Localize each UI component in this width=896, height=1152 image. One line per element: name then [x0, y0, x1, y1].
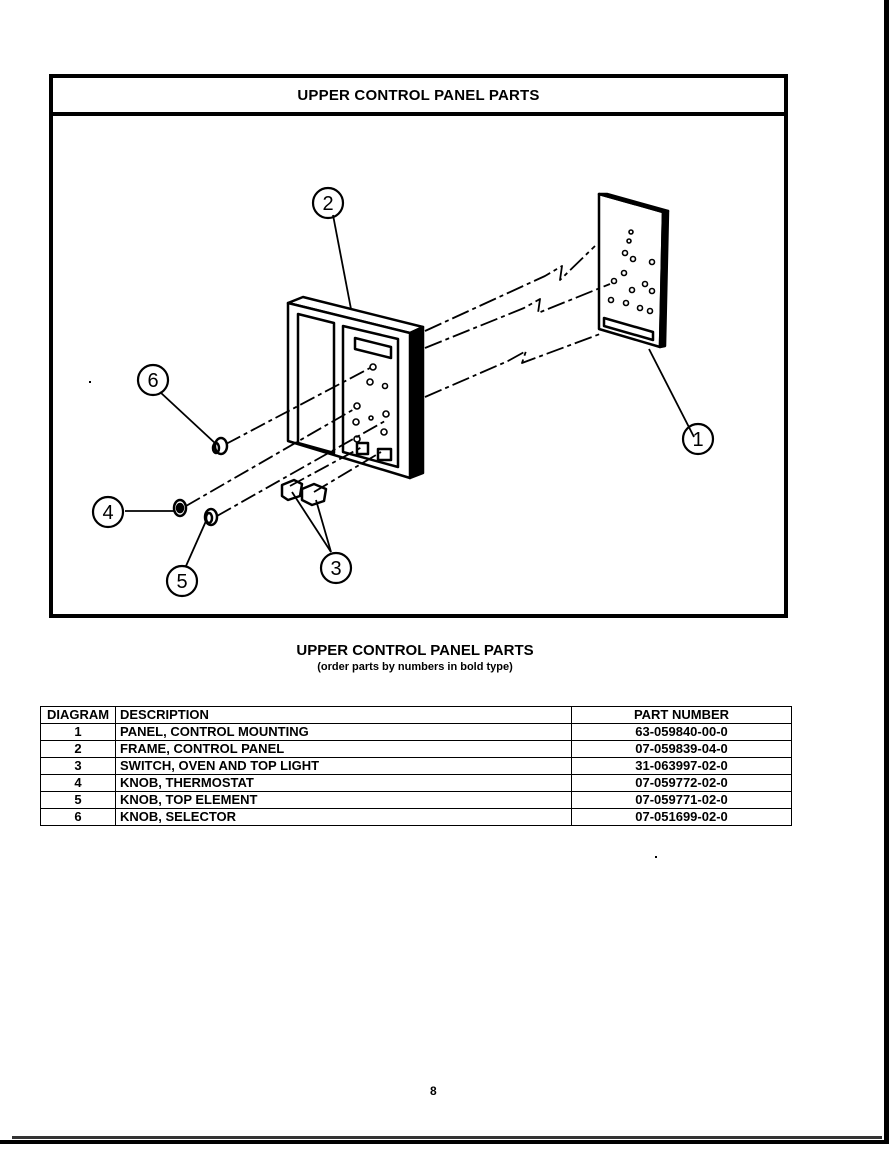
scan-speck	[89, 381, 91, 383]
callout-3-label: 3	[330, 558, 341, 580]
table-row: 3 SWITCH, OVEN AND TOP LIGHT 31-063997-0…	[40, 757, 792, 775]
table-row: 5 KNOB, TOP ELEMENT 07-059771-02-0	[40, 791, 792, 809]
cell-part-number: 07-059771-02-0	[571, 791, 792, 809]
section-title: UPPER CONTROL PANEL PARTS	[296, 642, 534, 659]
cell-part-number: 31-063997-02-0	[571, 757, 792, 775]
section-subtitle: (order parts by numbers in bold type)	[317, 661, 513, 673]
table-row: 2 FRAME, CONTROL PANEL 07-059839-04-0	[40, 740, 792, 758]
callout-6-label: 6	[147, 370, 158, 392]
knob-top-element-part	[203, 507, 219, 527]
scan-speck	[655, 856, 657, 858]
cell-description: KNOB, SELECTOR	[115, 808, 572, 826]
diagram-frame: UPPER CONTROL PANEL PARTS	[49, 74, 788, 618]
cell-description: FRAME, CONTROL PANEL	[115, 740, 572, 758]
callout-circles	[91, 186, 715, 598]
knob-alignment-lines	[185, 367, 386, 517]
knob-selector-part	[211, 436, 229, 456]
knob-thermostat-part	[172, 498, 188, 518]
callout-4-label: 4	[102, 502, 113, 524]
cell-part-number: 07-059772-02-0	[571, 774, 792, 792]
page-number: 8	[430, 1084, 437, 1098]
callout-5-label: 5	[176, 571, 187, 593]
table-row: 6 KNOB, SELECTOR 07-051699-02-0	[40, 808, 792, 826]
cell-description: KNOB, THERMOSTAT	[115, 774, 572, 792]
header-part-number: PART NUMBER	[571, 706, 792, 724]
diagram-title: UPPER CONTROL PANEL PARTS	[53, 78, 784, 116]
alignment-lines	[424, 245, 611, 398]
table-row: 1 PANEL, CONTROL MOUNTING 63-059840-00-0	[40, 723, 792, 741]
header-diagram: DIAGRAM	[40, 706, 116, 724]
cell-part-number: 07-059839-04-0	[571, 740, 792, 758]
header-description: DESCRIPTION	[115, 706, 572, 724]
cell-description: SWITCH, OVEN AND TOP LIGHT	[115, 757, 572, 775]
cell-diagram: 5	[40, 791, 116, 809]
cell-description: PANEL, CONTROL MOUNTING	[115, 723, 572, 741]
cell-diagram: 6	[40, 808, 116, 826]
callout-leaders	[125, 214, 695, 567]
control-mounting-panel-part	[597, 192, 670, 349]
cell-description: KNOB, TOP ELEMENT	[115, 791, 572, 809]
cell-diagram: 3	[40, 757, 116, 775]
cell-part-number: 63-059840-00-0	[571, 723, 792, 741]
callout-1-label: 1	[692, 429, 703, 451]
parts-table: DIAGRAM DESCRIPTION PART NUMBER 1 PANEL,…	[40, 706, 792, 826]
exploded-parts-diagram: 1 2 3 4 5 6	[91, 186, 715, 598]
cell-part-number: 07-051699-02-0	[571, 808, 792, 826]
cell-diagram: 1	[40, 723, 116, 741]
cell-diagram: 2	[40, 740, 116, 758]
table-row: 4 KNOB, THERMOSTAT 07-059772-02-0	[40, 774, 792, 792]
cell-diagram: 4	[40, 774, 116, 792]
callout-2-label: 2	[322, 193, 333, 215]
switch-parts	[280, 478, 328, 507]
control-panel-frame-part	[286, 295, 425, 480]
scan-artifact-line	[12, 1136, 882, 1139]
table-header-row: DIAGRAM DESCRIPTION PART NUMBER	[40, 706, 792, 724]
